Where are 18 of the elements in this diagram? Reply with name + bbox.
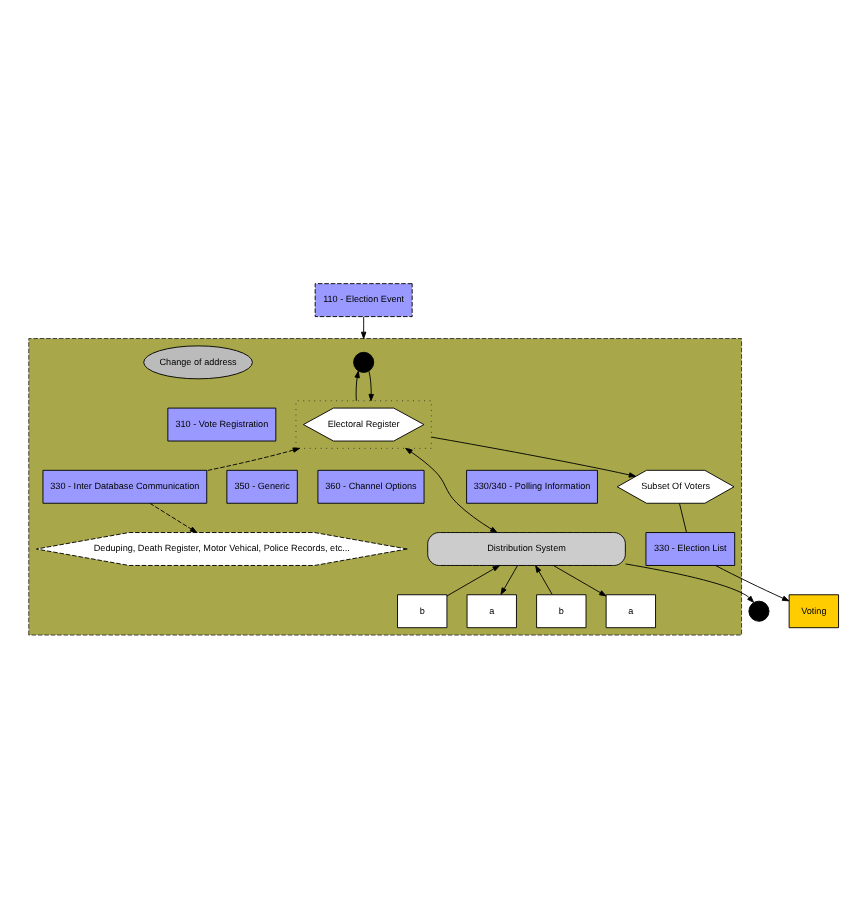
arrow xyxy=(360,315,367,338)
arrow xyxy=(368,369,374,401)
arrow xyxy=(354,369,360,401)
connector xyxy=(679,502,687,532)
cluster xyxy=(295,399,432,448)
arrow xyxy=(149,501,198,532)
node-person xyxy=(748,599,770,621)
arrow xyxy=(206,446,301,471)
arrow xyxy=(625,562,755,602)
arrow xyxy=(535,564,553,594)
arrow xyxy=(405,446,498,532)
arrow xyxy=(715,564,790,601)
arrow xyxy=(430,435,637,477)
arrow xyxy=(500,564,518,594)
node-person xyxy=(353,350,375,372)
arrow xyxy=(553,564,607,596)
cluster xyxy=(28,337,742,635)
arrow xyxy=(446,564,500,596)
